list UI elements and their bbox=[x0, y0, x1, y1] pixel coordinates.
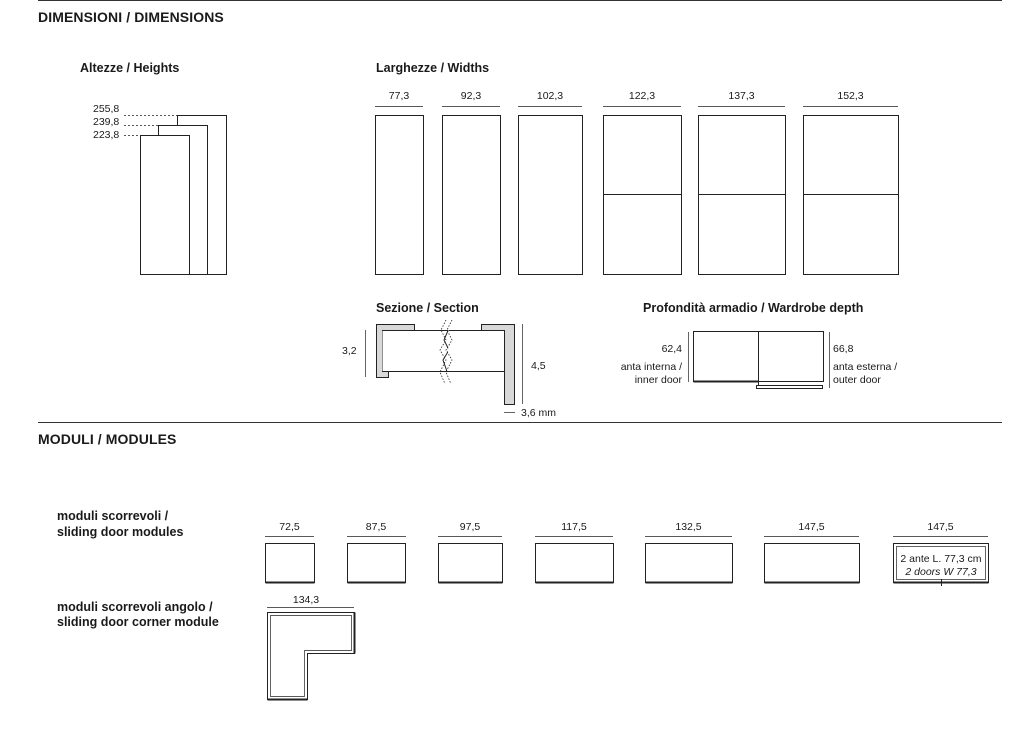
depth-outer-label-1: anta esterna / bbox=[833, 361, 898, 373]
module-87-5 bbox=[347, 543, 406, 583]
module-label-87-5: 87,5 bbox=[365, 521, 387, 533]
width-panel-92-3 bbox=[442, 115, 501, 275]
depth-outer-value: 66,8 bbox=[833, 343, 854, 355]
sliding-modules-title-1: moduli scorrevoli / bbox=[57, 509, 169, 523]
section-profile-right bbox=[481, 324, 515, 405]
depth-outer-door bbox=[756, 385, 823, 389]
depth-title: Profondità armadio / Wardrobe depth bbox=[643, 301, 864, 315]
corner-module-title-1: moduli scorrevoli angolo / bbox=[57, 600, 213, 614]
module-label-147-5-two-doors: 147,5 bbox=[927, 521, 954, 533]
width-label-152-3: 152,3 bbox=[837, 90, 864, 102]
depth-inner-label-2: inner door bbox=[634, 374, 682, 386]
modules-heading: MODULI / MODULES bbox=[38, 431, 177, 447]
width-label-122-3: 122,3 bbox=[628, 90, 656, 102]
module-label-72-5: 72,5 bbox=[279, 521, 300, 533]
height-panel-223-8 bbox=[140, 135, 190, 275]
section-break-1 bbox=[439, 319, 447, 385]
section-left-dim-label: 3,2 bbox=[342, 345, 357, 357]
dimensions-heading: DIMENSIONI / DIMENSIONS bbox=[38, 9, 224, 25]
width-label-77-3: 77,3 bbox=[388, 90, 410, 102]
height-label-223-8: 223,8 bbox=[93, 129, 120, 141]
module-97-5 bbox=[438, 543, 503, 583]
module-label-117-5: 117,5 bbox=[561, 521, 587, 533]
section-title: Sezione / Section bbox=[376, 301, 479, 315]
section-panel-right bbox=[447, 330, 509, 372]
width-label-102-3: 102,3 bbox=[536, 90, 564, 102]
widths-title: Larghezze / Widths bbox=[376, 61, 490, 75]
width-panel-102-3 bbox=[518, 115, 583, 275]
height-label-255-8: 255,8 bbox=[93, 103, 120, 115]
heights-title: Altezze / Heights bbox=[80, 61, 180, 75]
corner-module-outline bbox=[267, 612, 355, 700]
depth-drawing bbox=[688, 331, 830, 389]
corner-module-inner bbox=[270, 615, 352, 697]
module-132-5 bbox=[645, 543, 733, 583]
corner-module-title-2: sliding door corner module bbox=[57, 615, 219, 629]
module-two-doors-note-1: 2 ante L. 77,3 cm bbox=[900, 553, 982, 565]
section-panel-left bbox=[382, 330, 450, 372]
module-117-5 bbox=[535, 543, 614, 583]
corner-module-label: 134,3 bbox=[292, 594, 320, 606]
modules-drawing bbox=[265, 536, 989, 701]
width-label-137-3: 137,3 bbox=[728, 90, 755, 102]
section-right-dim-label: 4,5 bbox=[531, 360, 546, 372]
depth-inner-label-1: anta interna / bbox=[620, 361, 682, 373]
heights-drawing bbox=[124, 115, 227, 275]
section-bottom-dim-label: 3,6 mm bbox=[521, 407, 557, 419]
widths-drawing bbox=[375, 106, 899, 275]
sliding-modules-title-2: sliding door modules bbox=[57, 525, 184, 539]
module-147-5 bbox=[764, 543, 860, 583]
module-label-147-5: 147,5 bbox=[798, 521, 825, 533]
module-72-5 bbox=[265, 543, 315, 583]
module-label-132-5: 132,5 bbox=[675, 521, 702, 533]
module-two-doors-note-2: 2 doors W 77,3 bbox=[905, 566, 977, 578]
depth-outer-label-2: outer door bbox=[833, 374, 881, 386]
width-panel-77-3 bbox=[375, 115, 424, 275]
width-label-92-3: 92,3 bbox=[460, 90, 482, 102]
module-label-97-5: 97,5 bbox=[459, 521, 481, 533]
section-drawing bbox=[365, 319, 523, 413]
height-label-239-8: 239,8 bbox=[93, 116, 120, 128]
section-break-2 bbox=[445, 319, 453, 385]
depth-inner-value: 62,4 bbox=[661, 343, 682, 355]
